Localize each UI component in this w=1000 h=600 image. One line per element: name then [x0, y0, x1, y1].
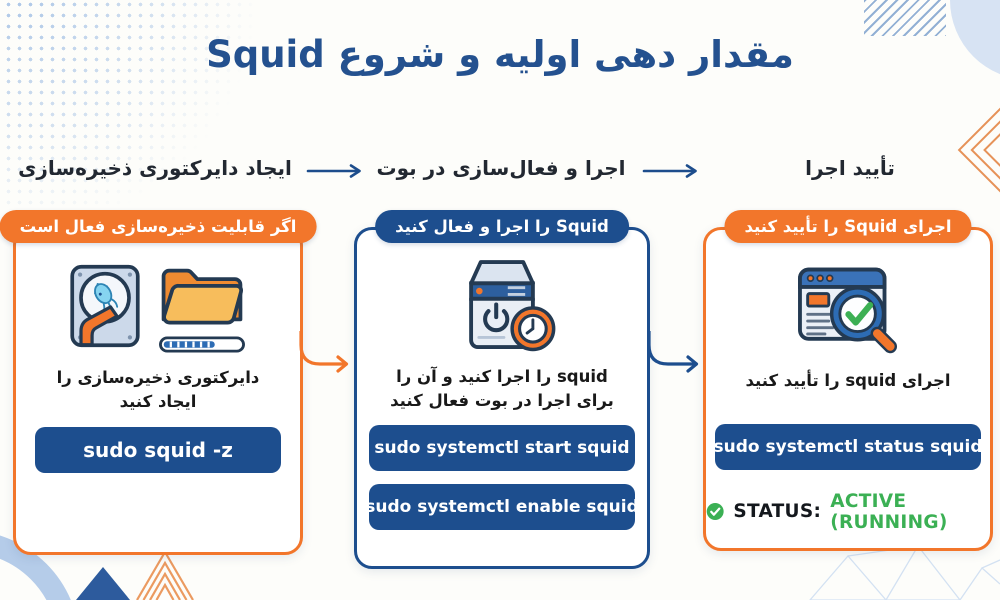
step-badge: Squid را اجرا و فعال کنید [375, 210, 629, 243]
squid-hard-drive-icon [70, 264, 140, 348]
status-value: ACTIVE (RUNNING) [830, 490, 948, 533]
browser-verify-icon [798, 267, 898, 354]
status-label: STATUS: [733, 501, 822, 523]
halftone-dots-decoration [0, 0, 260, 225]
step-badge: اگر قابلیت ذخیره‌سازی فعال است [0, 210, 317, 243]
right-arrow-icon [642, 164, 697, 178]
status-row: STATUS: ACTIVE (RUNNING) [706, 491, 990, 533]
page-title: مقدار دهی اولیه و شروع Squid [206, 33, 794, 76]
step-badge: اجرای Squid را تأیید کنید [724, 210, 972, 243]
step-header-create-directory: ایجاد دایرکتوری ذخیره‌سازی [18, 156, 292, 180]
step-description: اجرای squid را تأیید کنید [745, 371, 951, 390]
diagonal-hatch-decoration [864, 0, 946, 36]
command-pill: sudo squid -z [35, 426, 281, 473]
step-card-create-directory: اگر قابلیت ذخیره‌سازی فعال است [0, 210, 317, 555]
step-icons [69, 263, 247, 353]
server-clock-icon [469, 260, 556, 352]
folder-progress-icon [157, 263, 247, 353]
step-card-run-enable: Squid را اجرا و فعال کنید squid را اجرا … [354, 210, 650, 569]
step-card-verify: اجرای Squid را تأیید کنید اجرای squid را… [703, 210, 993, 551]
chevron-decoration [136, 549, 194, 600]
elbow-arrow-icon [647, 331, 699, 373]
triangle-decoration [76, 567, 130, 600]
check-circle-icon [706, 503, 724, 521]
step-description: دایرکتوری ذخیره‌سازی را ایجاد کنید [56, 368, 260, 411]
folder-icon [161, 268, 244, 325]
step-header-run-enable: اجرا و فعال‌سازی در بوت [376, 156, 626, 180]
elbow-arrow-icon [299, 331, 349, 373]
step-header-verify: تأیید اجرا [805, 156, 895, 180]
step-description: squid را اجرا کنید و آن را برای اجرا در … [390, 367, 614, 410]
progress-bar-icon [159, 336, 245, 353]
command-pill: sudo systemctl status squid [714, 423, 983, 470]
right-arrow-icon [306, 164, 361, 178]
command-pill: sudo systemctl start squid [369, 424, 635, 471]
command-pill: sudo systemctl enable squid [365, 483, 639, 530]
